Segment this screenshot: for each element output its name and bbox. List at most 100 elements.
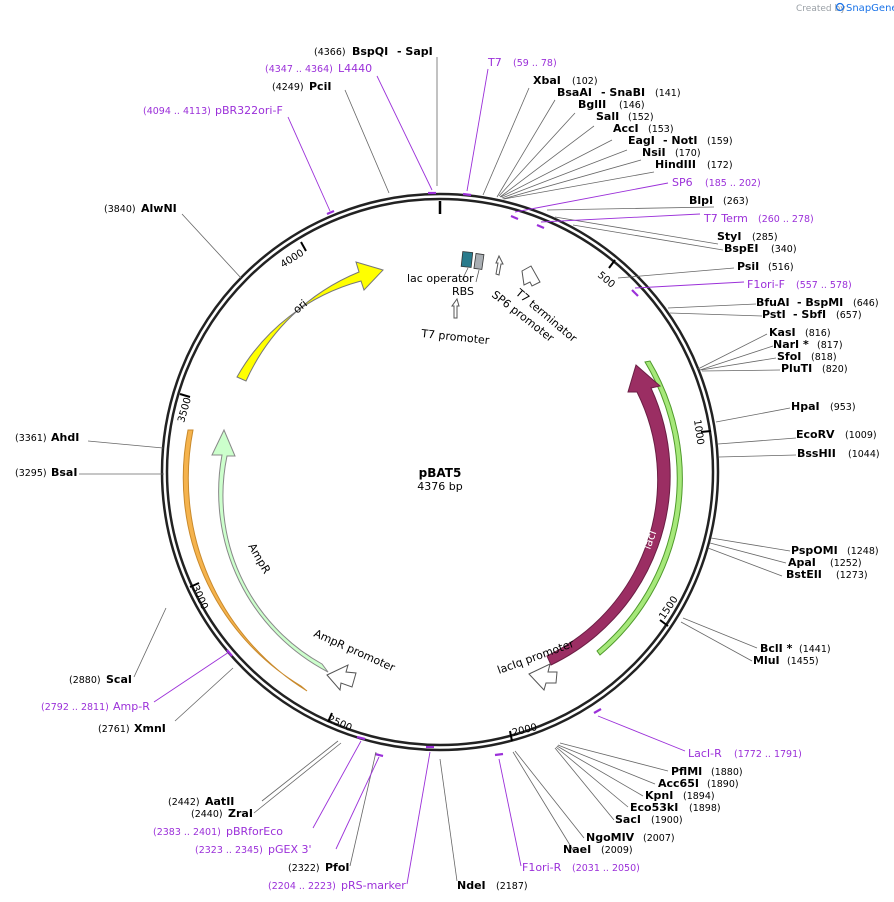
enzyme-pflmi[interactable]: PflMI (1880) [671, 765, 743, 778]
feature-rbs-box[interactable] [473, 253, 485, 270]
enzyme-scai[interactable]: (2880) ScaI [69, 673, 132, 686]
svg-text:(3295): (3295) [15, 468, 47, 479]
backbone-inner-ring [165, 197, 715, 747]
enzyme-mlui[interactable]: MluI (1455) [753, 654, 819, 667]
enzyme-alwni[interactable]: (3840) AlwNI [104, 202, 177, 215]
primer-pbr322ori-f[interactable]: (4094 .. 4113) pBR322ori-F [143, 104, 283, 117]
svg-text:PfoI: PfoI [325, 861, 350, 874]
svg-text:(2009): (2009) [601, 845, 633, 856]
feature-lac-operator-box[interactable] [460, 251, 474, 268]
primer-f1ori-f[interactable]: F1ori-F (557 .. 578) [747, 278, 852, 291]
enzyme-pfoi[interactable]: (2322) PfoI [288, 861, 350, 874]
svg-text:(1894): (1894) [683, 791, 715, 802]
enzyme-acc65i[interactable]: Acc65I (1890) [658, 777, 739, 790]
enzyme-bglii[interactable]: BglII (146) [578, 98, 645, 111]
enzyme-styi[interactable]: StyI (285) [717, 230, 778, 243]
enzyme-ecorv[interactable]: EcoRV (1009) [796, 428, 877, 441]
enzyme-eco53ki[interactable]: Eco53kI (1898) [630, 801, 721, 814]
enzyme-sali[interactable]: SalI (152) [596, 110, 654, 123]
svg-text:(1898): (1898) [689, 803, 721, 814]
svg-text:(516): (516) [768, 262, 794, 273]
svg-text:(146): (146) [619, 100, 645, 111]
primer-amp-r[interactable]: (2792 .. 2811) Amp-R [41, 700, 150, 713]
svg-text:- SnaBI: - SnaBI [601, 86, 645, 99]
enzyme-xbai[interactable]: XbaI (102) [533, 74, 598, 87]
primer-pbrforeco[interactable]: (2383 .. 2401) pBRforEco [153, 825, 283, 838]
watermark-brand: SnapGene [846, 3, 894, 14]
feature-ampr-arrow[interactable] [211, 428, 329, 673]
enzyme-bsaai[interactable]: BsaAI - SnaBI (141) [557, 86, 681, 99]
svg-text:MluI: MluI [753, 654, 780, 667]
primer-prs-marker[interactable]: (2204 .. 2223) pRS-marker [268, 879, 406, 892]
enzyme-hpai[interactable]: HpaI (953) [791, 400, 856, 413]
svg-text:(153): (153) [648, 124, 674, 135]
svg-text:(59 .. 78): (59 .. 78) [513, 58, 557, 69]
enzyme-pspomi[interactable]: PspOMI (1248) [791, 544, 879, 557]
svg-text:(2322): (2322) [288, 863, 320, 874]
enzyme-ngomiv[interactable]: NgoMIV (2007) [586, 831, 675, 844]
primer-sp6[interactable]: SP6 (185 .. 202) [672, 176, 761, 189]
enzyme-bsteii[interactable]: BstEII (1273) [786, 568, 868, 581]
enzyme-apai[interactable]: ApaI (1252) [788, 556, 862, 569]
enzyme-bsshii[interactable]: BssHII (1044) [797, 447, 880, 460]
enzyme-aatii[interactable]: (2442) AatII [168, 795, 234, 808]
svg-text:- BspMI: - BspMI [797, 296, 843, 309]
svg-text:AatII: AatII [205, 795, 234, 808]
feature-laciq-promoter-arrow[interactable] [528, 663, 558, 691]
feature-t7-terminator-arrow[interactable] [521, 265, 541, 287]
enzyme-bcli[interactable]: BclI * (1441) [760, 642, 831, 655]
svg-text:(340): (340) [771, 244, 797, 255]
enzyme-nari[interactable]: NarI * (817) [773, 338, 843, 351]
svg-text:(2761): (2761) [98, 724, 130, 735]
enzyme-naei[interactable]: NaeI (2009) [563, 843, 633, 856]
enzyme-kasi[interactable]: KasI (816) [769, 326, 831, 339]
svg-text:Eco53kI: Eco53kI [630, 801, 678, 814]
primer-laci-r[interactable]: LacI-R (1772 .. 1791) [688, 747, 802, 760]
enzyme-bspei[interactable]: BspEI (340) [724, 242, 797, 255]
enzyme-saci[interactable]: SacI (1900) [615, 813, 683, 826]
enzyme-hindiii[interactable]: HindIII (172) [655, 158, 733, 171]
enzyme-blpi[interactable]: BlpI (263) [689, 194, 749, 207]
tick-500: 500 [595, 259, 617, 291]
feature-ampr-promoter-arrow[interactable] [326, 664, 357, 692]
enzyme-xmni[interactable]: (2761) XmnI [98, 722, 166, 735]
enzyme-bfuai[interactable]: BfuAI - BspMI (646) [756, 296, 879, 309]
enzyme-bsai[interactable]: (3295) BsaI [15, 466, 77, 479]
enzyme-ndei[interactable]: NdeI (2187) [457, 879, 528, 892]
enzyme-pcii[interactable]: (4249) PciI [272, 80, 331, 93]
rbs-leader [475, 269, 480, 283]
tick-1000: 1000 [691, 419, 712, 446]
plasmid-name: pBAT5 [419, 466, 462, 480]
svg-text:(2187): (2187) [496, 881, 528, 892]
enzyme-psti[interactable]: PstI - SbfI (657) [762, 308, 862, 321]
feature-ori-arrow[interactable] [236, 261, 384, 382]
feature-laci-arrow[interactable] [546, 364, 671, 666]
enzyme-sfoi[interactable]: SfoI (818) [777, 350, 837, 363]
primer-t7[interactable]: T7 (59 .. 78) [487, 56, 557, 69]
enzyme-psii[interactable]: PsiI (516) [737, 260, 794, 273]
svg-text:(260 .. 278): (260 .. 278) [758, 214, 814, 225]
primer-pgex3[interactable]: (2323 .. 2345) pGEX 3' [195, 843, 312, 856]
enzyme-kpni[interactable]: KpnI (1894) [645, 789, 715, 802]
enzyme-acci[interactable]: AccI (153) [613, 122, 674, 135]
backbone-outer-ring [160, 192, 720, 752]
feature-t7-promoter-arrow[interactable] [451, 297, 460, 319]
svg-text:(4094 .. 4113): (4094 .. 4113) [143, 106, 211, 117]
svg-text:LacI-R: LacI-R [688, 747, 722, 760]
enzyme-ahdi[interactable]: (3361) AhdI [15, 431, 79, 444]
enzyme-eagi[interactable]: EagI - NotI (159) [628, 134, 733, 147]
primer-f1ori-r[interactable]: F1ori-R (2031 .. 2050) [522, 861, 640, 874]
svg-text:(4366): (4366) [314, 47, 346, 58]
primer-l4440[interactable]: (4347 .. 4364) L4440 [265, 62, 372, 75]
svg-text:(141): (141) [655, 88, 681, 99]
svg-text:NarI *: NarI * [773, 338, 809, 351]
feature-sp6-promoter-arrow[interactable] [495, 254, 504, 276]
enzyme-bspqi[interactable]: (4366) BspQI - SapI [314, 45, 433, 58]
feature-ampr-label: AmpR [245, 541, 273, 576]
svg-text:(1772 .. 1791): (1772 .. 1791) [734, 749, 802, 760]
svg-text:(2031 .. 2050): (2031 .. 2050) [572, 863, 640, 874]
enzyme-nsii[interactable]: NsiI (170) [642, 146, 701, 159]
enzyme-pluti[interactable]: PluTI (820) [781, 362, 848, 375]
primer-t7-term[interactable]: T7 Term (260 .. 278) [703, 212, 814, 225]
enzyme-zrai[interactable]: (2440) ZraI [191, 807, 253, 820]
